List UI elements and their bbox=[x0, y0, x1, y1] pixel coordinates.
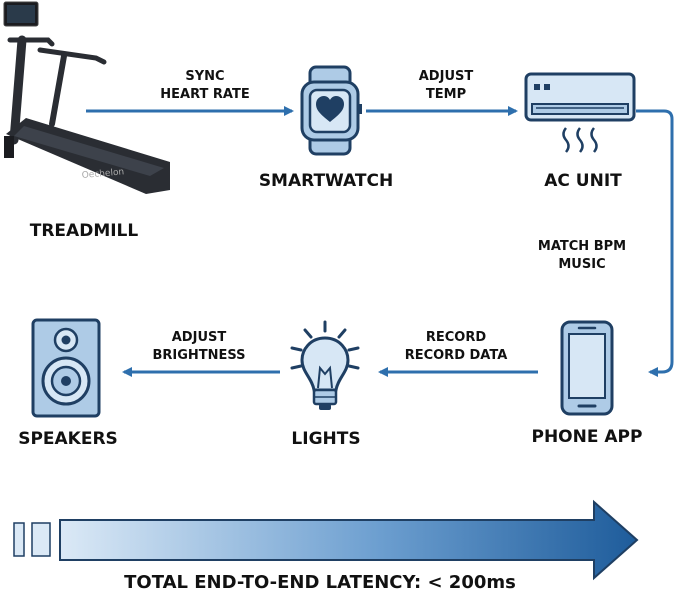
edge-label-match-bpm-line1: MATCH BPM bbox=[538, 239, 626, 254]
lights-label: LIGHTS bbox=[291, 429, 360, 449]
smartwatch-icon bbox=[300, 65, 362, 156]
edge-label-adjust-temp-line1: ADJUST bbox=[419, 69, 474, 84]
smartwatch-label: SMARTWATCH bbox=[259, 171, 393, 191]
latency-caption: TOTAL END-TO-END LATENCY: < 200ms bbox=[124, 572, 516, 593]
phone-app-label: PHONE APP bbox=[532, 427, 643, 447]
lightbulb-icon bbox=[290, 320, 360, 410]
arrow-ac-to-phone bbox=[636, 109, 674, 377]
edge-label-record-line1: RECORD bbox=[426, 330, 486, 345]
speaker-icon bbox=[31, 318, 101, 418]
edge-label-brightness-line1: ADJUST bbox=[172, 330, 227, 345]
edge-label-adjust-temp-line2: TEMP bbox=[426, 87, 466, 102]
phone-icon bbox=[560, 320, 614, 416]
edge-label-record-line2: RECORD DATA bbox=[405, 348, 508, 363]
treadmill-brand-text: Oechelon bbox=[81, 167, 124, 181]
speakers-label: SPEAKERS bbox=[18, 429, 118, 449]
edge-label-sync-line1: SYNC bbox=[185, 69, 224, 84]
edge-label-match-bpm-line2: MUSIC bbox=[558, 257, 605, 272]
treadmill-icon: Oechelon bbox=[3, 1, 170, 194]
edge-label-brightness-line2: BRIGHTNESS bbox=[152, 348, 245, 363]
edge-label-sync-line2: HEART RATE bbox=[160, 87, 249, 102]
ac-unit-icon bbox=[524, 72, 636, 153]
latency-arrow bbox=[13, 499, 639, 581]
ac-unit-label: AC UNIT bbox=[544, 171, 622, 191]
treadmill-label: TREADMILL bbox=[30, 221, 139, 241]
